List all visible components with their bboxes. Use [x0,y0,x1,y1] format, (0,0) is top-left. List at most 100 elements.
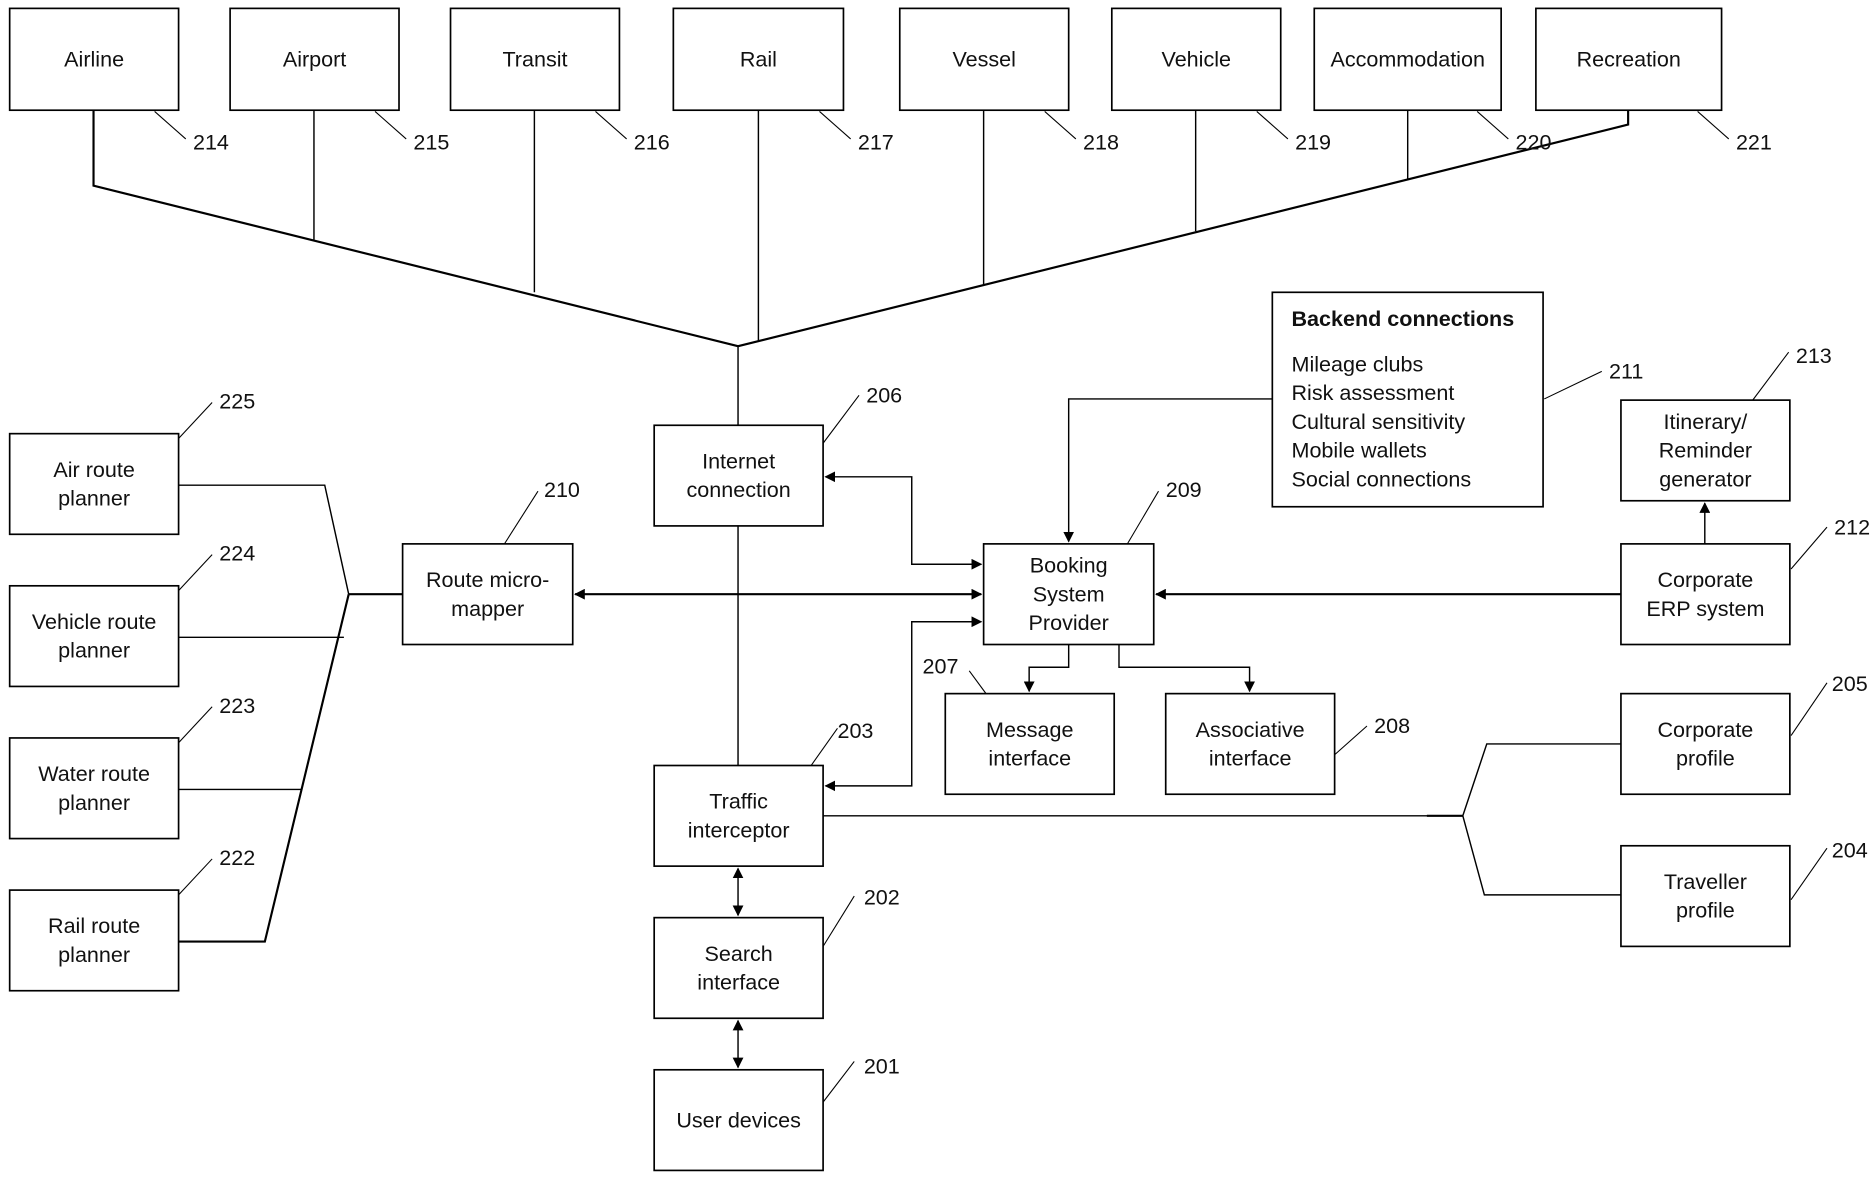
airline-connector [92,110,739,348]
leader-line [1044,111,1077,140]
booking-system-provider-ref: 209 [1126,477,1202,545]
backend-item-mobile-wallets: Mobile wallets [1292,438,1427,463]
traffic-interceptor-label: interceptor [688,817,790,842]
user-devices-label: User devices [676,1107,801,1132]
reference-number: 225 [219,389,255,414]
reference-number: 205 [1832,671,1868,696]
reference-number: 210 [544,477,580,502]
traveller-profile-frame [1620,844,1791,948]
provider-transit-frame [449,7,621,112]
provider-vehicle-label: Vehicle [1162,46,1231,71]
corporate-erp-system-label: Corporate [1657,567,1753,592]
corporate-profile-label: profile [1676,746,1735,771]
internet-connection-frame [653,424,824,527]
backend-item-mileage-clubs: Mileage clubs [1292,351,1424,376]
route-micro-mapper-frame [401,543,574,646]
reference-number: 211 [1609,359,1643,384]
backend-connections-title: Backend connections [1292,306,1515,331]
itinerary-reminder-generator-label: Reminder [1659,438,1752,463]
provider-vessel-label: Vessel [952,46,1015,71]
water-route-planner-ref: 223 [178,693,255,744]
profiles-branch [1462,743,1621,896]
provider-transit-ref: 216 [595,111,670,155]
provider-rail-label: Rail [740,46,777,71]
provider-recreation-box: Recreation [1535,7,1723,112]
provider-airline-label: Airline [64,46,124,71]
leader-line [1126,490,1159,545]
provider-airport-box: Airport [229,7,400,112]
reference-number: 203 [837,718,873,743]
vehicle-route-planner-label: planner [58,638,130,663]
provider-vessel-box: Vessel [898,7,1070,112]
user-devices-box: User devices [653,1068,824,1172]
backend-item-social-connections: Social connections [1292,466,1472,491]
connector-lines [92,110,1711,1069]
provider-airport-ref: 215 [374,111,449,155]
reference-number: 202 [864,884,900,909]
corporate-profile-frame [1620,692,1791,796]
leader-line [1790,682,1828,736]
provider-transit-box: Transit [449,7,621,112]
air-route-planner-frame [8,432,180,536]
itinerary-reminder-generator-label: Itinerary/ [1663,409,1747,434]
booking-to-message [1023,644,1070,693]
reference-number: 213 [1796,343,1832,368]
leader-line [178,554,213,591]
corporate-profile-label: Corporate [1657,717,1753,742]
air-planner-connector [178,484,350,595]
leader-line [1334,725,1368,756]
traffic-interceptor-frame [653,764,824,867]
backend-to-booking [1063,398,1273,543]
internet-connection-ref: 206 [822,383,902,444]
route-micro-mapper-ref: 210 [503,477,580,545]
provider-rail-box: Rail [672,7,845,112]
backend-item-risk-assessment: Risk assessment [1292,380,1455,405]
traveller-profile-label: profile [1676,898,1735,923]
search-interface-frame [653,916,824,1020]
booking-system-provider-frame [982,543,1155,646]
itinerary-reminder-generator-frame [1620,399,1791,502]
associative-interface-ref: 208 [1334,713,1410,756]
reference-number: 204 [1832,838,1868,863]
provider-vessel-frame [898,7,1070,112]
recreation-connector [737,110,1630,348]
leader-line [178,402,213,439]
leader-line [1544,370,1603,400]
reference-number: 224 [219,541,255,566]
provider-vehicle-ref: 219 [1256,111,1331,155]
leader-line [1476,111,1509,140]
provider-recreation-frame [1535,7,1723,112]
water-route-planner-label: Water route [38,761,150,786]
search-interface-label: Search [704,941,772,966]
reference-number: 208 [1374,713,1410,738]
message-interface-frame [944,692,1116,796]
route-micro-mapper-box: Route micro-mapper [401,543,574,646]
provider-rail-frame [672,7,845,112]
corporate-profile-box: Corporate profile [1620,692,1791,796]
booking-to-associative [1118,644,1255,693]
traveller-profile-ref: 204 [1790,838,1868,900]
water-route-planner-frame [8,737,180,840]
internet-connection-label: Internet [702,448,775,473]
air-route-planner-label: Air route [53,457,134,482]
leader-line [178,706,213,744]
leader-line [1790,847,1828,900]
air-route-planner-ref: 225 [178,389,255,439]
provider-airport-frame [229,7,400,112]
reference-number: 207 [923,653,959,678]
traffic-interceptor-ref: 203 [810,718,873,766]
internet-booking-bidirectional [824,471,983,570]
message-interface-ref: 207 [923,653,987,694]
vehicle-route-planner-ref: 224 [178,541,255,591]
provider-vehicle-box: Vehicle [1110,7,1282,112]
message-interface-label: Message [986,717,1073,742]
traffic-booking-bidirectional [824,616,983,792]
leader-line [822,1061,855,1103]
user-devices-ref: 201 [822,1053,900,1103]
